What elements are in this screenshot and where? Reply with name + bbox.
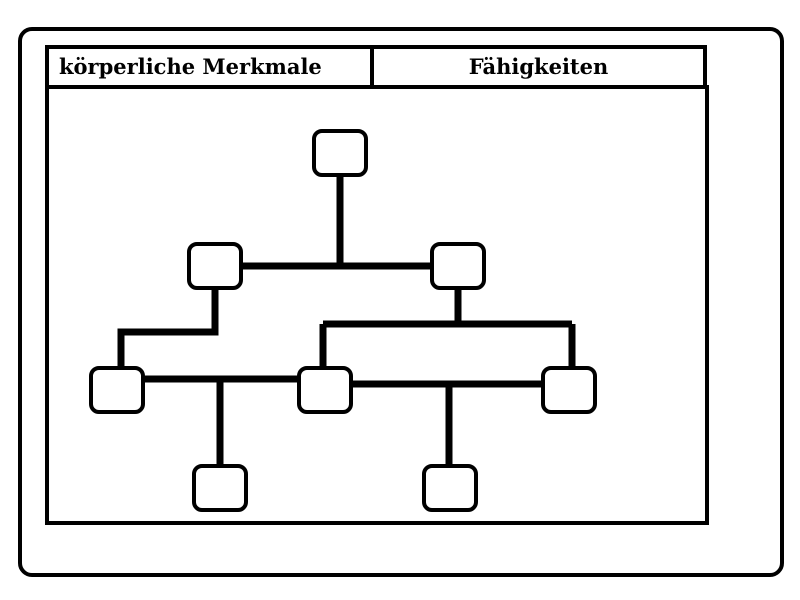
diagram-edges xyxy=(117,175,576,466)
node-level4-b[interactable] xyxy=(192,464,248,512)
node-level2-right[interactable] xyxy=(430,242,486,290)
node-root[interactable] xyxy=(312,129,368,177)
tab-faehigkeiten[interactable]: Fähigkeiten xyxy=(370,45,707,89)
node-level2-left[interactable] xyxy=(187,242,243,290)
node-level3-d[interactable] xyxy=(541,366,597,414)
node-level4-e[interactable] xyxy=(422,464,478,512)
edge-right-to-boxes-c-d xyxy=(319,288,576,370)
tab-content-panel xyxy=(45,85,709,525)
node-level3-a[interactable] xyxy=(89,366,145,414)
edge-root-to-level2 xyxy=(242,175,434,270)
diagram-nodes xyxy=(89,129,597,512)
node-level3-c[interactable] xyxy=(297,366,353,414)
tab-koerperliche-merkmale[interactable]: körperliche Merkmale xyxy=(45,45,374,89)
edge-left-to-box-a xyxy=(117,288,219,370)
edge-box-c-to-box-d xyxy=(351,380,545,466)
edge-box-a-to-box-b xyxy=(143,375,300,466)
